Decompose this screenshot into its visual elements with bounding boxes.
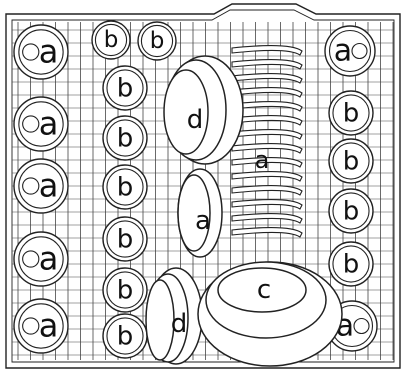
plate-inner-ring — [332, 142, 370, 180]
plate-b: b — [102, 164, 148, 210]
label-b: b — [104, 27, 119, 53]
plate-b: b — [328, 241, 374, 287]
plate-center-hole — [22, 317, 40, 335]
bowl-a-middle — [177, 168, 223, 258]
label-a: a — [39, 104, 59, 142]
label-d: d — [171, 309, 188, 339]
label-c: c — [257, 275, 271, 305]
plate-inner-ring — [332, 245, 370, 283]
plate-inner-ring — [18, 236, 64, 282]
label-a: a — [39, 32, 59, 70]
plate-tine — [231, 115, 303, 126]
plate-center-hole — [353, 317, 370, 335]
plate-center-hole — [22, 115, 40, 133]
label-a: a — [195, 206, 211, 236]
plate-b: b — [102, 313, 148, 359]
plate-b: b — [102, 216, 148, 262]
label-b: b — [343, 146, 360, 176]
label-b: b — [150, 28, 165, 54]
plate-inner-ring — [18, 163, 64, 209]
plate-tine — [231, 199, 303, 210]
plate-inner-ring — [18, 101, 64, 147]
plate-tine — [231, 143, 303, 154]
label-d: d — [187, 105, 204, 135]
plate-inner-ring — [332, 192, 370, 230]
plate-inner-ring — [106, 119, 144, 157]
plate-tine — [231, 185, 303, 196]
label-b: b — [343, 196, 360, 226]
plate-b: b — [102, 115, 148, 161]
plate-inner-ring — [332, 94, 370, 132]
bowl-c — [197, 261, 343, 367]
plate-a: a — [13, 96, 69, 152]
plate-tine — [231, 87, 303, 98]
plate-a: a — [13, 231, 69, 287]
plate-b: b — [328, 138, 374, 184]
plate-inner-ring — [328, 29, 372, 73]
plate-inner-ring — [106, 168, 144, 206]
plate-row-tines — [231, 45, 303, 238]
bowl-d-lower — [145, 267, 203, 365]
label-b: b — [117, 321, 134, 351]
plate-tine — [231, 213, 303, 224]
plate-inner-ring — [94, 23, 128, 57]
plate-center-hole — [22, 43, 40, 61]
label-b: b — [117, 224, 134, 254]
plate-b: b — [102, 65, 148, 111]
plate-tine — [231, 157, 303, 168]
plate-b: b — [137, 21, 177, 61]
plate-tine — [231, 129, 303, 140]
plate-inner-ring — [18, 29, 64, 75]
label-b: b — [343, 98, 360, 128]
label-b: b — [117, 73, 134, 103]
plate-tine — [231, 59, 303, 70]
label-a: a — [334, 34, 352, 69]
plate-b: b — [328, 188, 374, 234]
plate-a: a — [13, 158, 69, 214]
bowl-d-upper — [163, 55, 244, 165]
rack-frame — [5, 3, 401, 369]
plate-center-hole — [22, 177, 40, 195]
plate-a: a — [324, 25, 376, 77]
plate-inner-ring — [106, 271, 144, 309]
label-a: a — [39, 239, 59, 277]
plate-tine — [231, 171, 303, 182]
plate-b: b — [91, 20, 131, 60]
plate-a: a — [13, 298, 69, 354]
label-b: b — [117, 172, 134, 202]
label-a: a — [255, 146, 270, 174]
plate-b: b — [328, 90, 374, 136]
plate-tine — [231, 45, 303, 56]
plate-a: a — [13, 24, 69, 80]
plate-center-hole — [351, 42, 368, 60]
plate-center-hole — [22, 250, 40, 268]
label-b: b — [343, 249, 360, 279]
plate-inner-ring — [140, 24, 174, 58]
label-b: b — [117, 123, 134, 153]
plate-tine — [231, 73, 303, 84]
label-b: b — [117, 275, 134, 305]
label-a: a — [39, 306, 59, 344]
plate-inner-ring — [106, 69, 144, 107]
plate-inner-ring — [106, 317, 144, 355]
plate-inner-ring — [106, 220, 144, 258]
plate-b: b — [102, 267, 148, 313]
plate-tine — [231, 101, 303, 112]
label-a: a — [39, 166, 59, 204]
plate-tine — [231, 227, 303, 238]
plate-inner-ring — [18, 303, 64, 349]
